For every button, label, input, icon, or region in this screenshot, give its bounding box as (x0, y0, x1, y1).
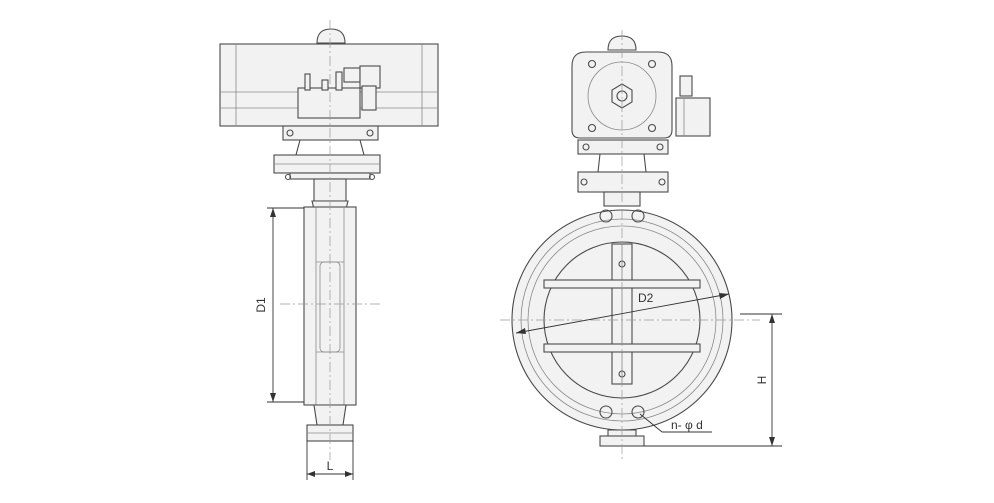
side-view: D1 L (219, 20, 439, 480)
dimension-d1 (267, 207, 304, 403)
dimension-d2 (515, 293, 730, 334)
dim-l-label: L (327, 459, 334, 473)
dimension-nd-leader (639, 413, 712, 433)
dim-d2-label: D2 (638, 291, 654, 305)
side-body (280, 20, 380, 460)
dim-h-label: H (755, 376, 769, 385)
front-body (500, 30, 760, 460)
front-gearbox (571, 35, 711, 139)
side-actuator (219, 28, 439, 127)
dim-d1-label: D1 (254, 297, 268, 313)
dim-nd-label: n- φ d (671, 418, 703, 432)
front-bracket (577, 139, 669, 207)
front-view: D2 H n- φ d (500, 30, 782, 460)
dimension-h (644, 313, 782, 447)
dimension-l (306, 441, 354, 480)
side-bracket (273, 125, 381, 181)
